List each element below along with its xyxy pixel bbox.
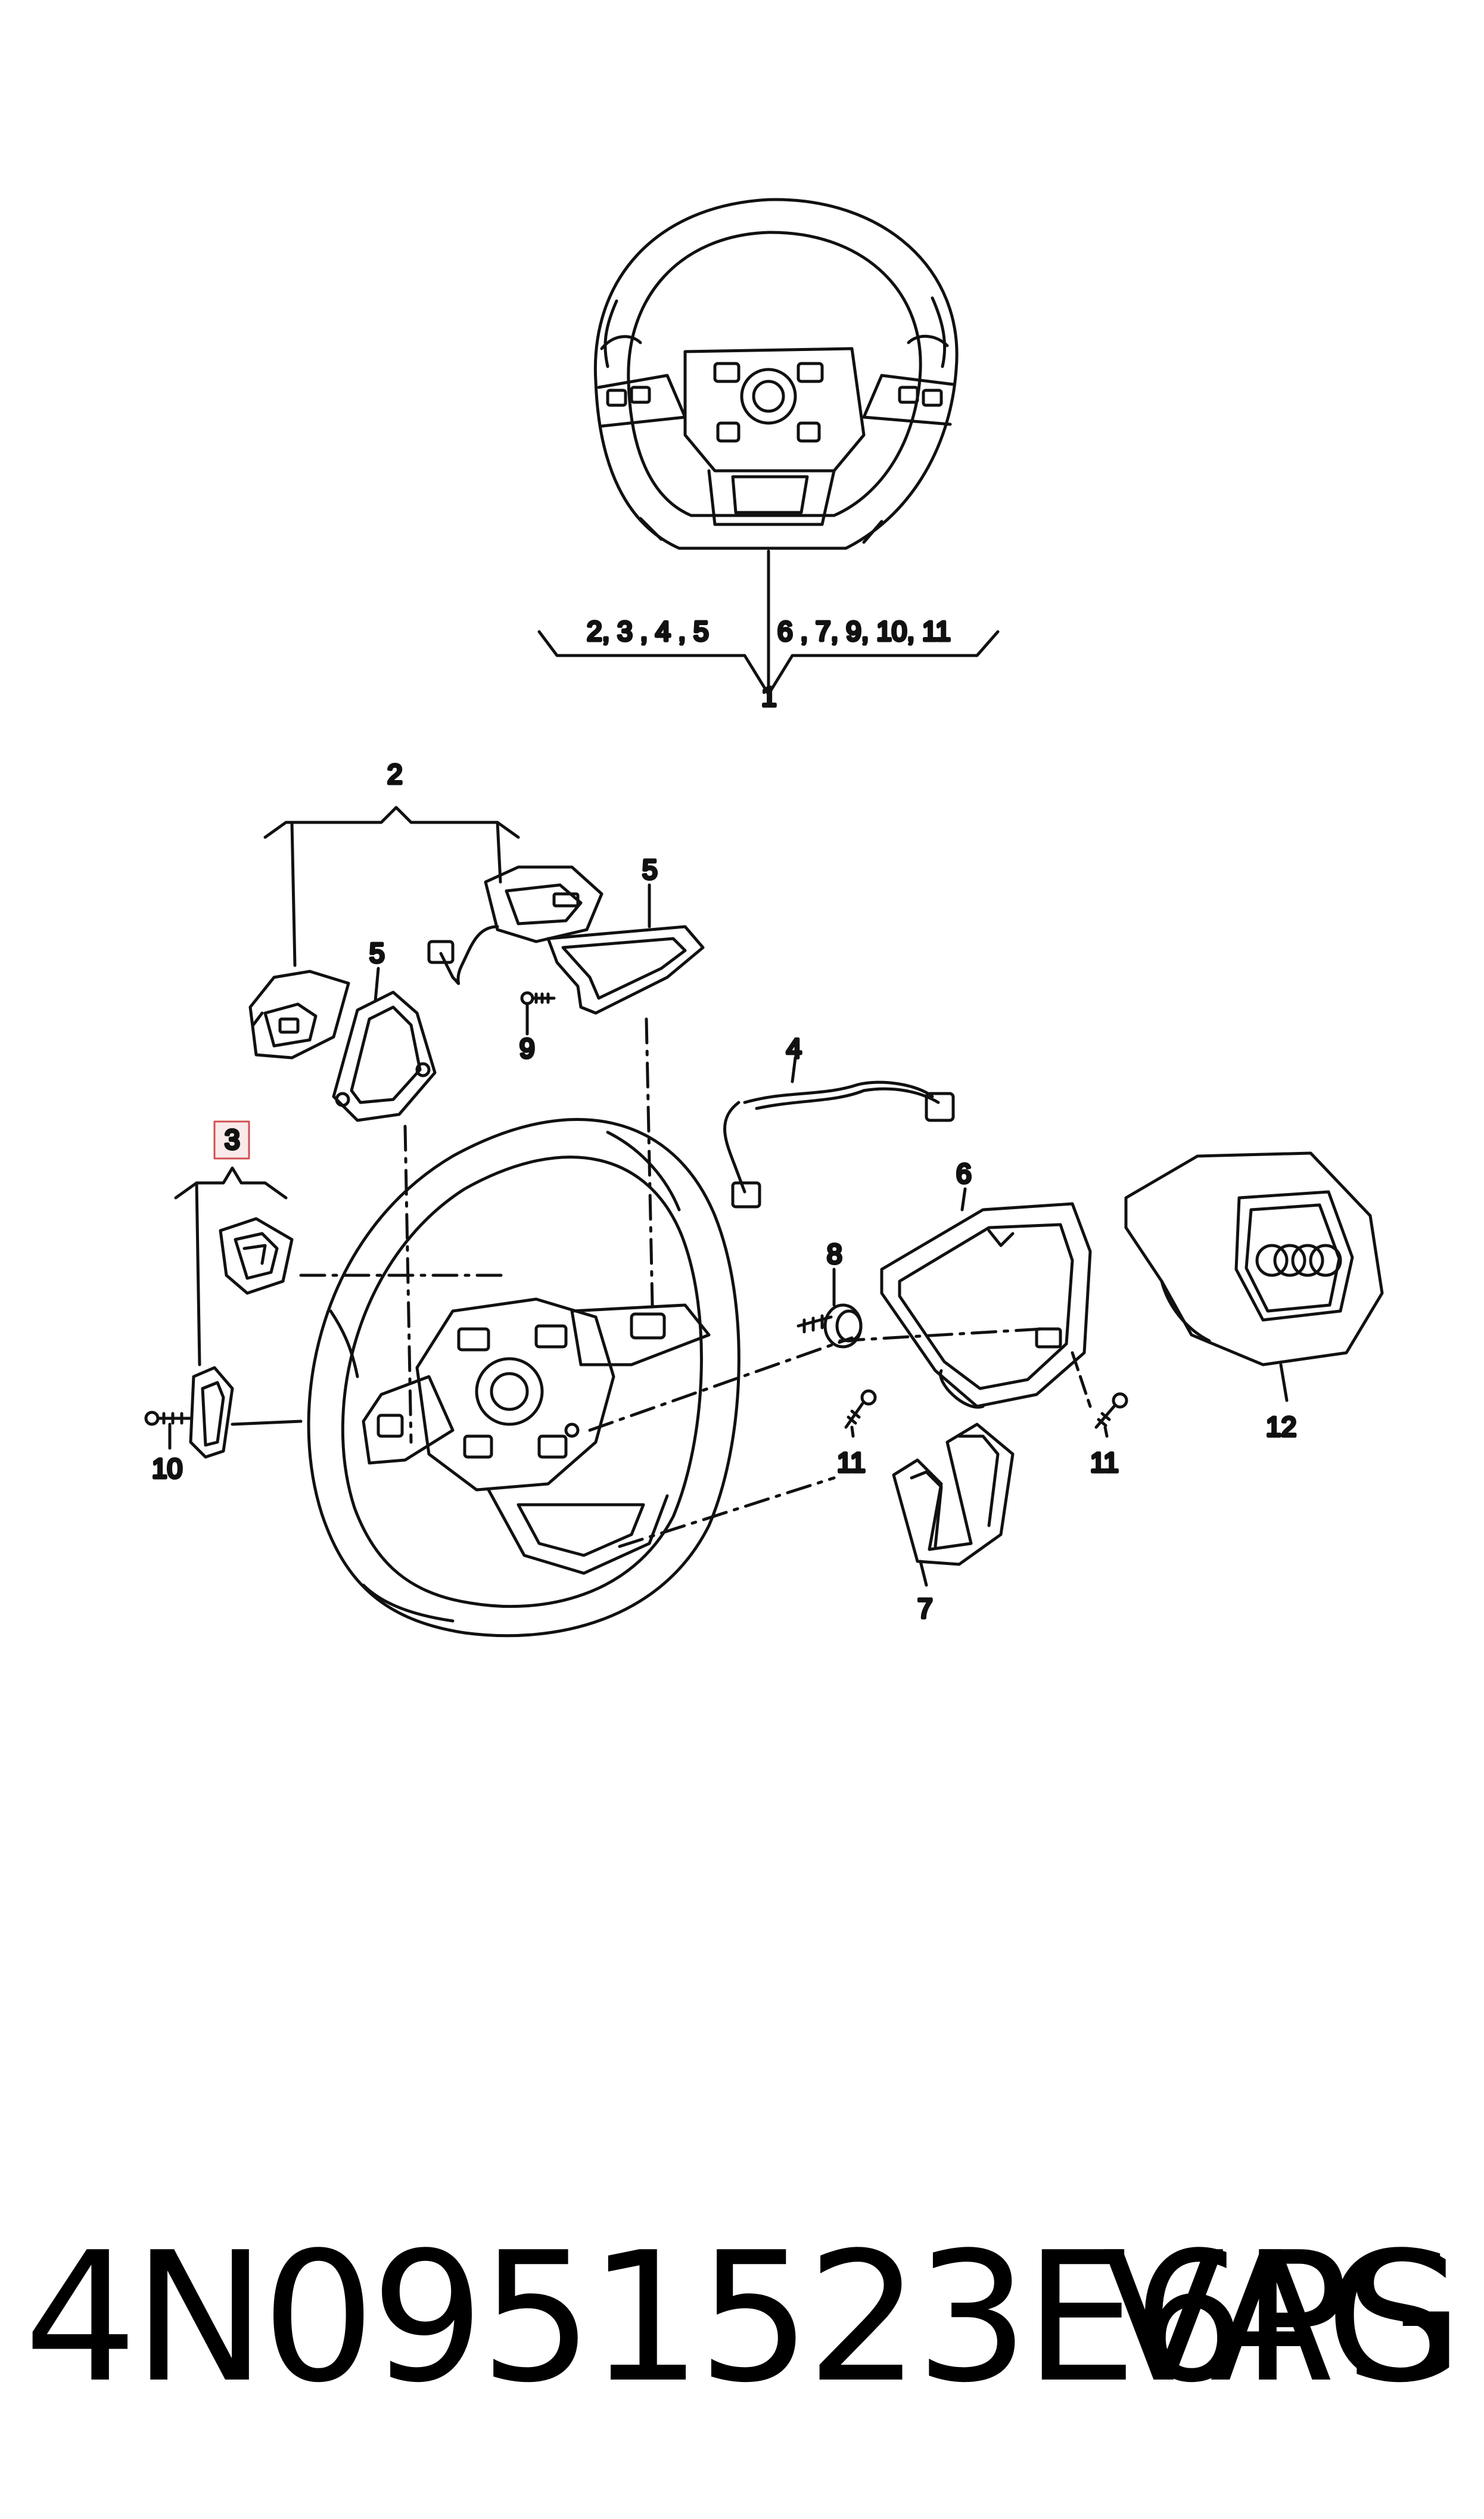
small-switch xyxy=(219,1217,294,1295)
steering-wheel-exploded xyxy=(307,1118,741,1638)
callout-1-bracket xyxy=(537,549,1000,696)
callout-8: 8 xyxy=(827,1238,842,1269)
callout-3-bracket xyxy=(174,1166,288,1200)
callout-group-left: 2, 3 , 4 , 5 xyxy=(587,616,709,647)
trim-frame-right xyxy=(546,925,705,1015)
right-multifunction-switch xyxy=(427,865,603,985)
airbag-module xyxy=(1124,1151,1384,1366)
callout-11-left: 11 xyxy=(837,1447,866,1478)
callout-3: 3 xyxy=(225,1124,240,1155)
callout-1: 1 xyxy=(761,681,777,712)
leader-4 xyxy=(791,1056,797,1083)
callout-9: 9 xyxy=(519,1033,535,1064)
cover-panel xyxy=(880,1202,1092,1409)
leader-6 xyxy=(960,1187,967,1212)
callout-7: 7 xyxy=(917,1593,933,1624)
leader-5a xyxy=(374,967,380,1003)
leader-7 xyxy=(919,1560,928,1587)
leader-3 xyxy=(195,1181,201,1366)
assembly-leaders xyxy=(299,1017,1044,1548)
bolt-8 xyxy=(797,1291,863,1349)
callout-5-left: 5 xyxy=(369,937,385,968)
leader-11-right-line xyxy=(1071,1351,1092,1408)
left-multifunction-switch xyxy=(248,970,350,1060)
callout-11-right: 11 xyxy=(1090,1447,1119,1478)
leader-2a xyxy=(290,821,297,967)
callout-group-right: 6 , 7, 9, 10, 11 xyxy=(777,616,951,647)
part-number: 4N0951523E6PS xyxy=(24,2214,1458,2422)
assembled-steering-wheel xyxy=(593,198,959,550)
callout-2: 2 xyxy=(387,759,403,790)
callout-2-bracket xyxy=(263,806,520,839)
callout-3-highlight xyxy=(213,1120,250,1160)
leader-2b xyxy=(496,821,502,884)
trim-frame-left xyxy=(332,990,437,1122)
screw-10 xyxy=(144,1411,192,1450)
screw-11-left xyxy=(844,1389,877,1438)
screw-9 xyxy=(520,991,556,1036)
callout-6: 6 xyxy=(956,1158,972,1189)
callout-10: 10 xyxy=(152,1453,182,1484)
switch-bracket xyxy=(189,1366,303,1459)
brand-label: VAG xyxy=(1102,2214,1464,2422)
leader-12 xyxy=(1279,1363,1289,1402)
screw-11-right xyxy=(1094,1392,1128,1438)
callout-5-right: 5 xyxy=(642,854,658,885)
callout-4: 4 xyxy=(786,1033,802,1064)
trim-strip-lower xyxy=(892,1422,1015,1566)
wiring-harness xyxy=(723,1080,955,1209)
callout-12: 12 xyxy=(1266,1411,1296,1442)
